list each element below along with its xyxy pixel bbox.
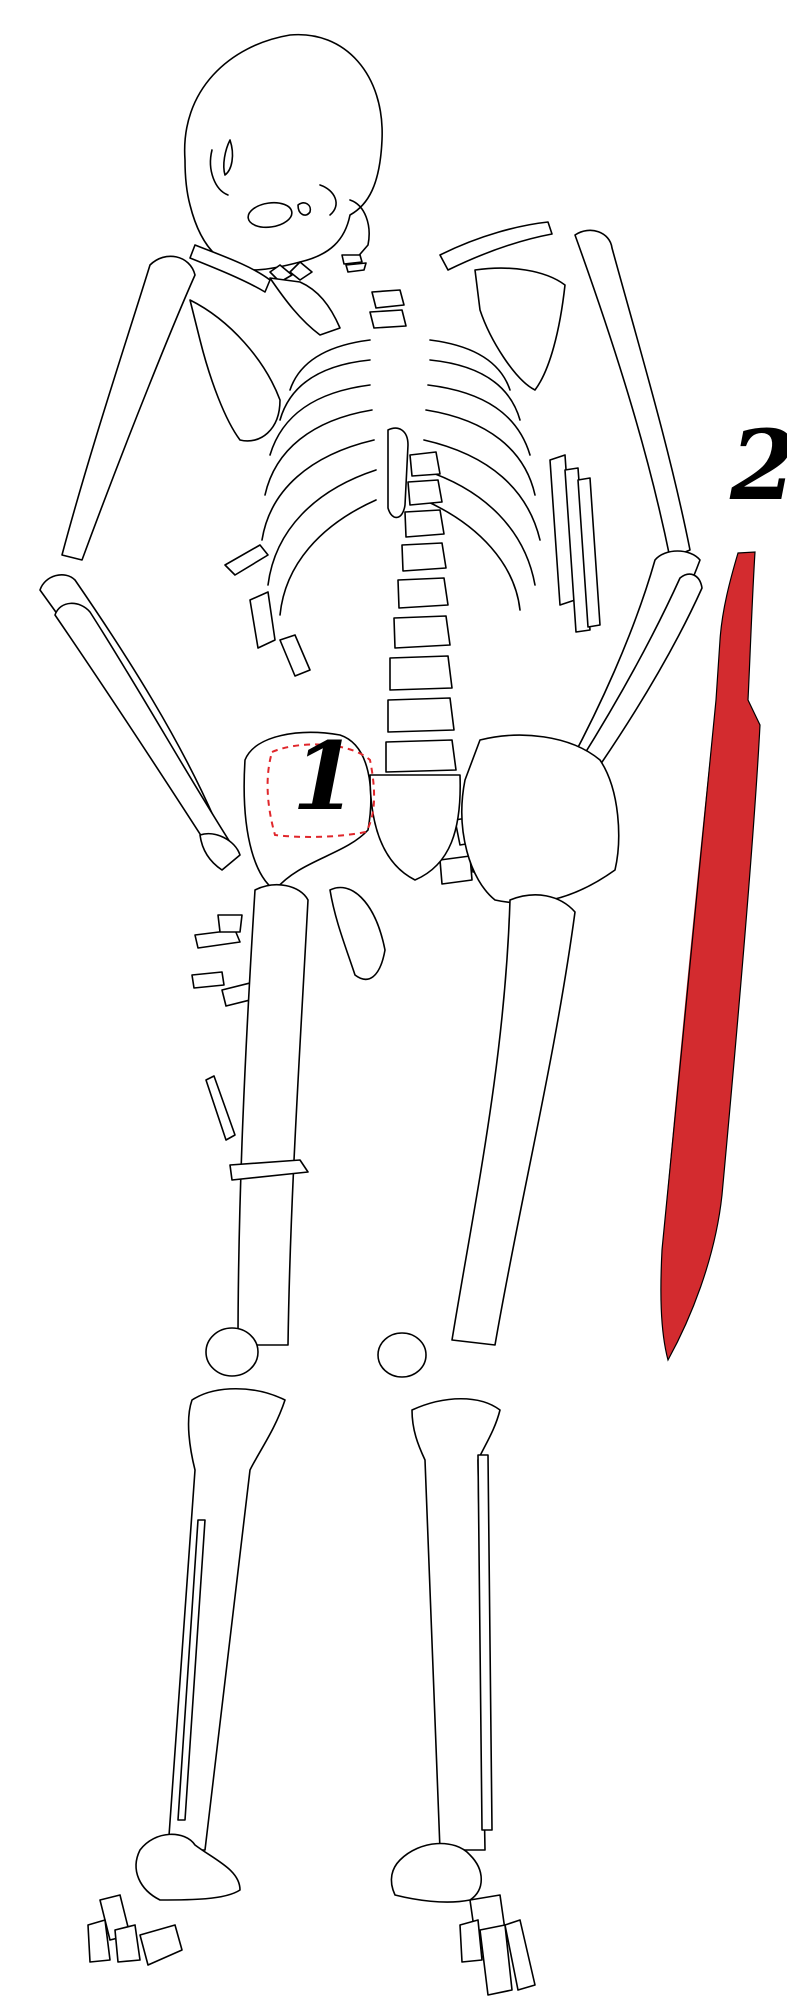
label-1: 1: [292, 730, 357, 824]
pelvis-right: [462, 735, 619, 903]
cervical-vertebra: [372, 290, 404, 308]
skeleton: [40, 35, 702, 1995]
leg-right: [378, 895, 575, 1995]
pubis-left: [330, 888, 385, 980]
cervical-vertebra: [370, 310, 406, 328]
clavicle-right: [440, 222, 552, 270]
scapula-left: [190, 300, 280, 441]
mandible: [270, 278, 340, 335]
leg-left: [88, 885, 308, 1965]
label-2: 2: [730, 418, 787, 514]
skull: [185, 35, 383, 282]
sternum: [388, 428, 408, 517]
patella-right: [378, 1333, 426, 1377]
sword-blade-icon: [661, 552, 760, 1360]
scapula-right: [475, 268, 565, 390]
patella-left: [206, 1328, 258, 1376]
